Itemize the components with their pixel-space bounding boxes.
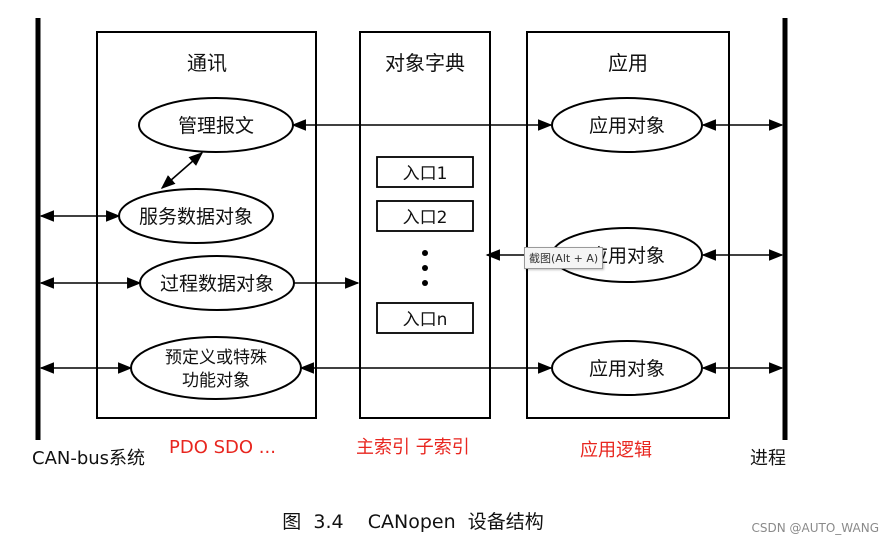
index-label: 主索引 子索引 [356, 437, 470, 458]
arrow-mgmt-sdo [160, 152, 204, 189]
screenshot-tooltip: 截图(Alt + A) [524, 247, 604, 269]
csdn-watermark: CSDN @AUTO_WANG [751, 521, 880, 535]
dict-entry-label-1: 入口1 [403, 164, 448, 184]
app-object-label-3: 应用对象 [589, 358, 665, 380]
ellipsis-dot-1 [422, 250, 428, 256]
app-object-label-2: 应用对象 [589, 245, 665, 267]
dict-entry-label-2: 入口2 [403, 208, 448, 228]
figure-caption: 图 3.4 CANopen 设备结构 [282, 511, 543, 533]
special-label-line1: 预定义或特殊 [165, 348, 267, 368]
dict-entry-label-n: 入口n [403, 310, 448, 330]
comm-box [96, 31, 317, 419]
app-box [526, 31, 730, 419]
app-object-label-1: 应用对象 [589, 115, 665, 137]
dict-title: 对象字典 [385, 51, 465, 75]
comm-title: 通讯 [187, 51, 227, 75]
dict-entry-box-n [376, 302, 474, 334]
pdo-sdo-label: PDO SDO ... [169, 437, 276, 458]
app-title: 应用 [608, 51, 648, 75]
canbus-label: CAN-bus系统 [32, 448, 145, 469]
ellipsis-dot-2 [422, 265, 428, 271]
pdo-label: 过程数据对象 [160, 273, 274, 295]
sdo-label: 服务数据对象 [139, 206, 253, 228]
app-logic-label: 应用逻辑 [580, 440, 652, 461]
special-label-line2: 功能对象 [182, 371, 250, 391]
dict-entry-box-2 [376, 200, 474, 232]
mgmt-label: 管理报文 [178, 115, 254, 137]
dict-entry-box-1 [376, 156, 474, 188]
dict-box [359, 31, 491, 419]
ellipsis-dot-3 [422, 280, 428, 286]
process-label: 进程 [750, 448, 786, 469]
